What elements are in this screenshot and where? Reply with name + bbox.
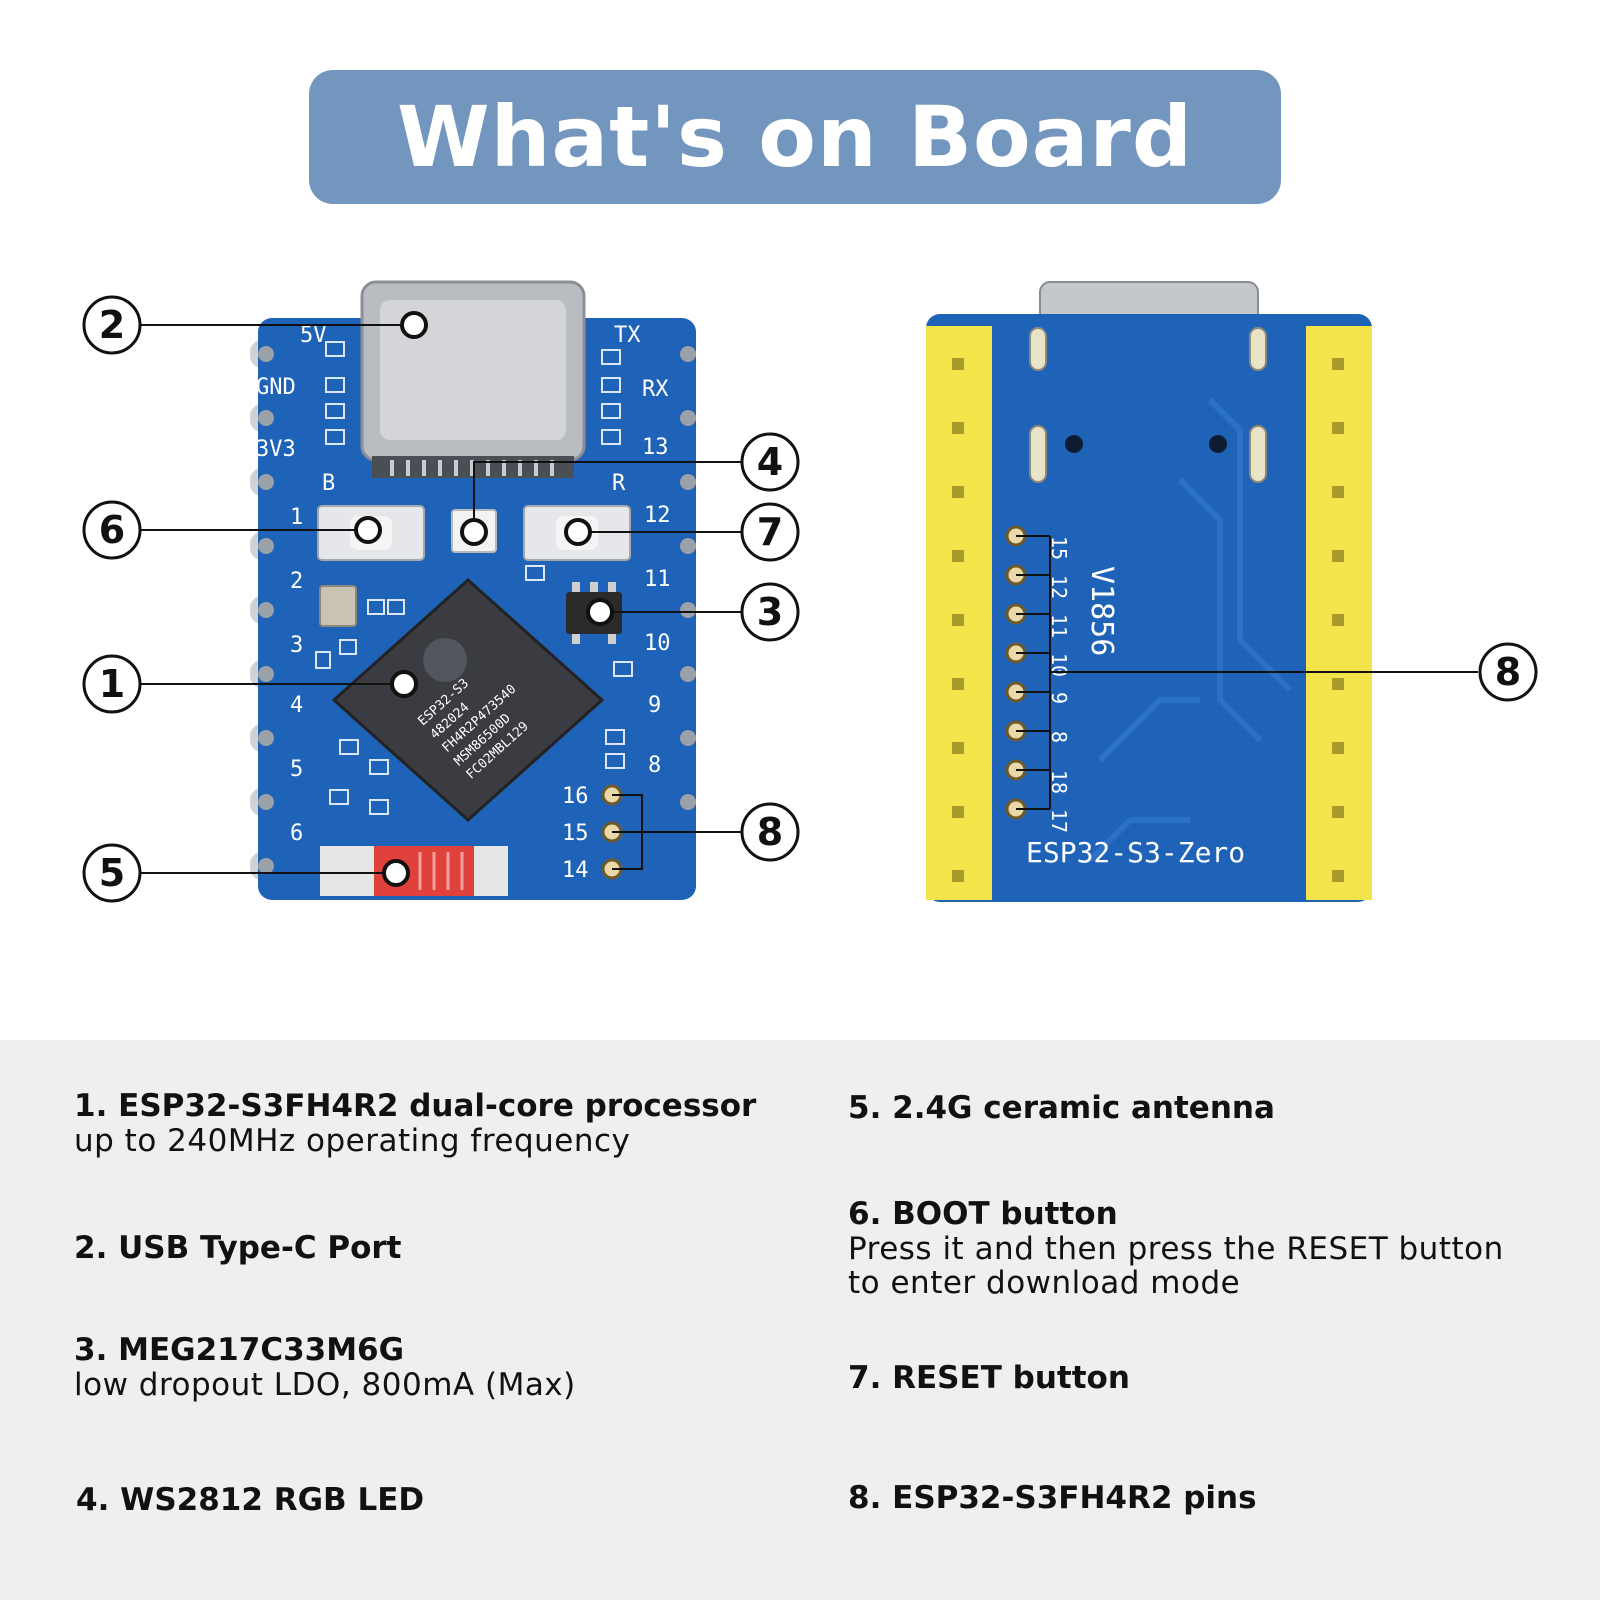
front-label-1: 1: [290, 505, 303, 530]
callout-5-number: 5: [99, 851, 125, 895]
back-pcb: [926, 314, 1372, 902]
callout-3: 3: [740, 582, 800, 642]
front-label-tx: TX: [614, 323, 641, 348]
callout-lines: [141, 324, 1478, 874]
item-2: 2. USB Type-C Port: [74, 1230, 401, 1266]
ceramic-antenna: [320, 846, 508, 896]
callout-1-number: 1: [99, 662, 125, 706]
front-label-10: 10: [644, 631, 671, 656]
callout-4-number: 4: [757, 440, 783, 484]
front-label-8: 8: [648, 753, 661, 778]
board-diagram: ESP32-S3 482024 FH4R2P473540 MSM86500D F…: [82, 280, 1538, 903]
item-7-title: 7. RESET button: [848, 1360, 1130, 1396]
front-label-3v3: 3V3: [256, 437, 296, 462]
front-label-5v: 5V: [300, 323, 327, 348]
item-3: 3. MEG217C33M6G low dropout LDO, 800mA (…: [74, 1332, 576, 1402]
front-label-13: 13: [642, 435, 669, 460]
front-label-12: 12: [644, 503, 671, 528]
item-1-title: 1. ESP32-S3FH4R2 dual-core processor: [74, 1088, 757, 1124]
back-header-left: [926, 326, 992, 900]
item-6: 6. BOOT button Press it and then press t…: [848, 1196, 1504, 1300]
callout-7: 7: [740, 502, 800, 562]
callout-6: 6: [82, 500, 142, 560]
item-5: 5. 2.4G ceramic antenna: [848, 1090, 1275, 1126]
front-label-rx: RX: [642, 377, 669, 402]
item-8-title: 8. ESP32-S3FH4R2 pins: [848, 1480, 1257, 1516]
reset-letter: R: [612, 471, 626, 496]
callout-8-back: 8: [1478, 642, 1538, 702]
back-header-right: [1306, 326, 1372, 900]
item-1: 1. ESP32-S3FH4R2 dual-core processor up …: [74, 1088, 756, 1158]
item-3-desc: low dropout LDO, 800mA (Max): [74, 1367, 576, 1403]
callout-dots: [354, 311, 614, 887]
callout-6-number: 6: [99, 508, 125, 552]
callout-3-number: 3: [757, 590, 783, 634]
item-6-desc-2: to enter download mode: [848, 1265, 1241, 1301]
back-pin-label-17: 17: [1047, 809, 1071, 833]
callout-8-front-number: 8: [757, 810, 783, 854]
back-board: 15 12 11 10 9 8 18 17 V1856 ESP32-S3-Zer…: [926, 281, 1372, 902]
page-title: What's on Board: [397, 88, 1193, 186]
item-4: 4. WS2812 RGB LED: [76, 1482, 424, 1518]
test-pads: [601, 784, 623, 880]
title-banner: What's on Board: [309, 70, 1281, 204]
callout-1: 1: [82, 654, 142, 714]
callout-5: 5: [82, 843, 142, 903]
callout-8-back-number: 8: [1495, 650, 1521, 694]
back-version: V1856: [1084, 566, 1119, 656]
pad-label-15: 15: [562, 821, 589, 846]
front-label-6: 6: [290, 821, 303, 846]
usb-c-connector: [360, 280, 586, 478]
front-label-11: 11: [644, 567, 671, 592]
item-3-title: 3. MEG217C33M6G: [74, 1332, 405, 1368]
callout-2-number: 2: [99, 303, 125, 347]
item-8: 8. ESP32-S3FH4R2 pins: [848, 1480, 1257, 1516]
item-6-desc: Press it and then press the RESET button: [848, 1231, 1504, 1267]
callout-markers: 2 6 1 5 4 7 3 8: [82, 295, 1538, 903]
boot-letter: B: [322, 471, 335, 496]
front-label-5: 5: [290, 757, 303, 782]
front-label-4: 4: [290, 693, 303, 718]
pad-label-14: 14: [562, 858, 589, 883]
back-pin-label-9: 9: [1047, 692, 1071, 704]
callout-7-number: 7: [757, 510, 783, 554]
esp32-chip: ESP32-S3 482024 FH4R2P473540 MSM86500D F…: [331, 577, 605, 823]
callout-2: 2: [82, 295, 142, 355]
item-5-title: 5. 2.4G ceramic antenna: [848, 1090, 1275, 1126]
description-panel: 1. ESP32-S3FH4R2 dual-core processor up …: [0, 1040, 1600, 1600]
callout-8-front: 8: [740, 802, 800, 862]
item-4-title: 4. WS2812 RGB LED: [76, 1482, 425, 1518]
front-label-3: 3: [290, 633, 303, 658]
front-board: ESP32-S3 482024 FH4R2P473540 MSM86500D F…: [250, 280, 696, 900]
front-label-gnd: GND: [256, 375, 296, 400]
back-pin-label-8: 8: [1047, 731, 1071, 743]
item-7: 7. RESET button: [848, 1360, 1130, 1396]
callout-4: 4: [740, 432, 800, 492]
front-label-2: 2: [290, 569, 303, 594]
back-board-name: ESP32-S3-Zero: [1026, 836, 1245, 869]
front-label-9: 9: [648, 693, 661, 718]
pad-label-16: 16: [562, 784, 589, 809]
item-2-title: 2. USB Type-C Port: [74, 1230, 402, 1266]
item-1-desc: up to 240MHz operating frequency: [74, 1123, 631, 1159]
item-6-title: 6. BOOT button: [848, 1196, 1118, 1232]
